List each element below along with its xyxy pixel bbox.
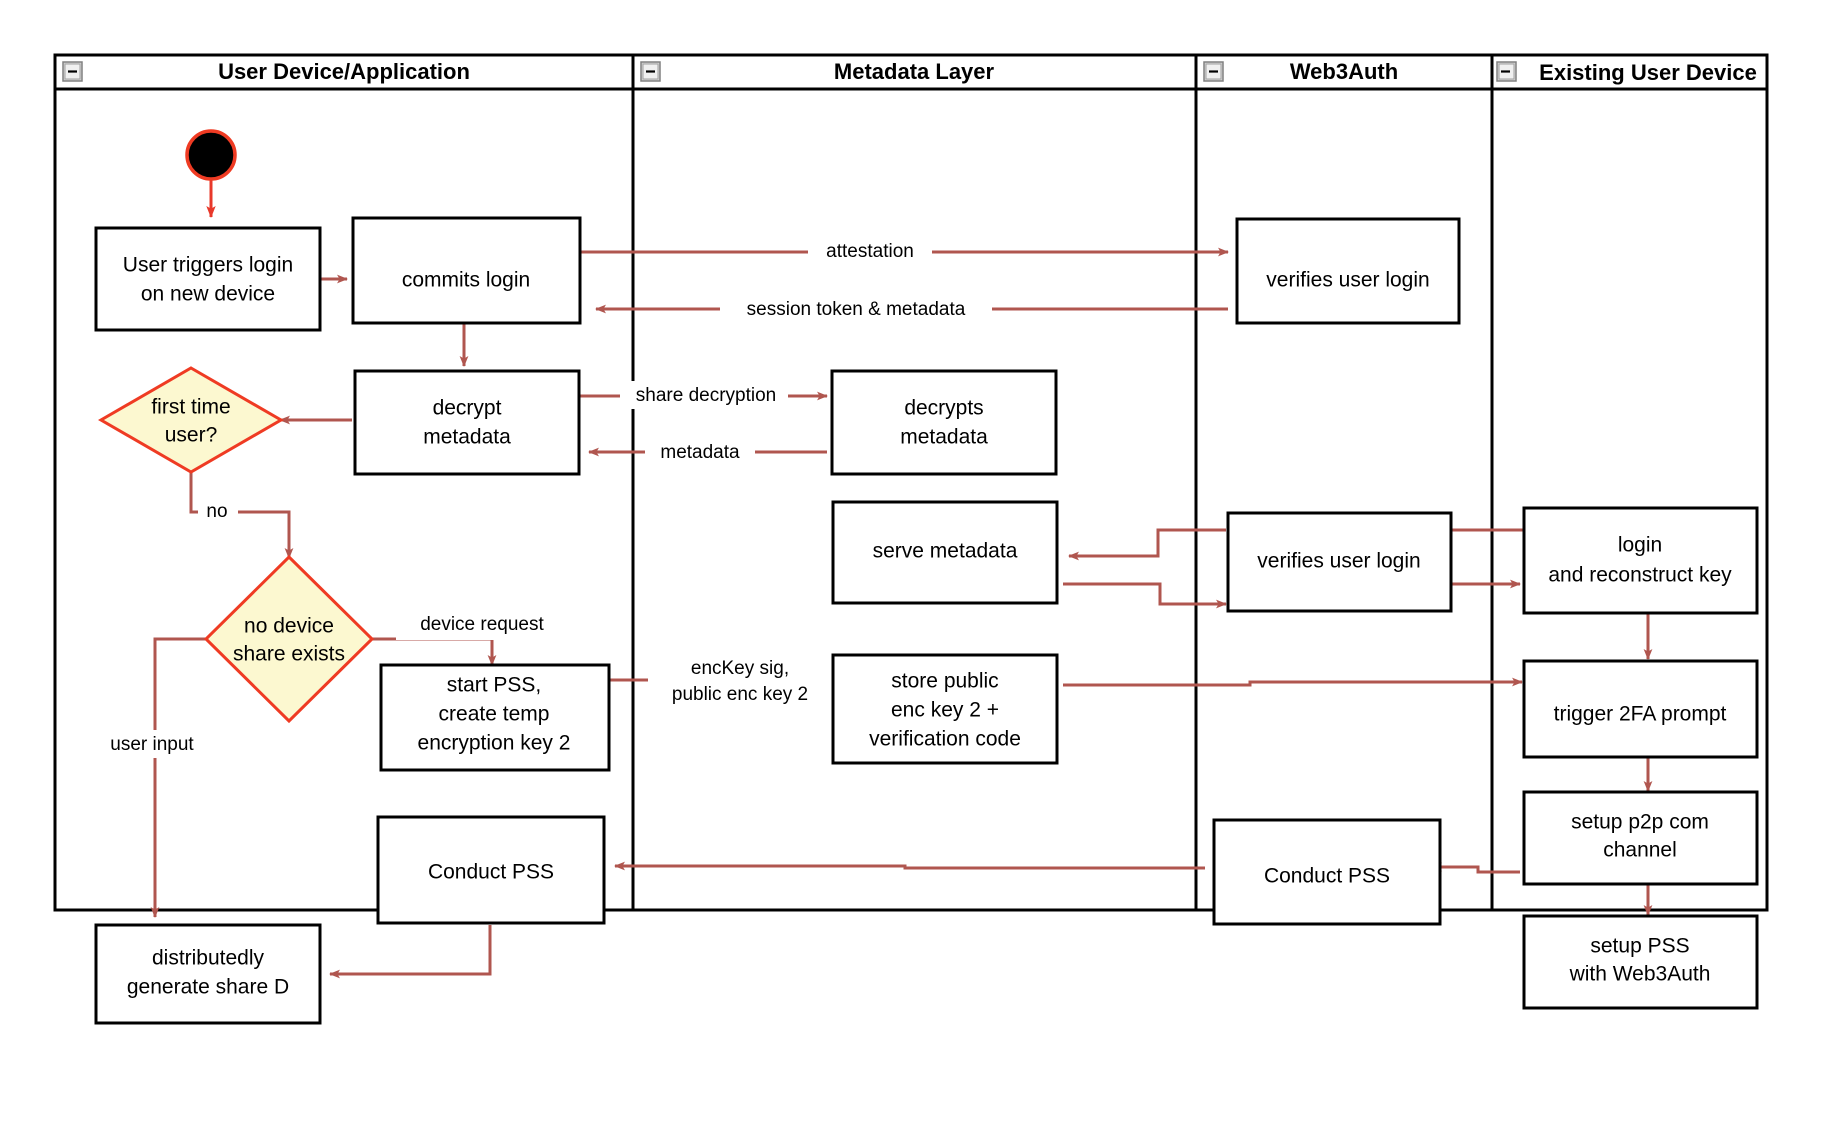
node-text-line: start PSS, [447, 674, 542, 697]
collapse-minus-icon[interactable] [1203, 61, 1224, 82]
lane-header-existing-device[interactable]: Existing User Device [1496, 60, 1757, 85]
node-text-line: user? [165, 424, 218, 447]
lane-title-user-device: User Device/Application [218, 59, 470, 84]
swimlane-frame [53, 53, 1769, 912]
lane-title-metadata: Metadata Layer [834, 59, 995, 84]
node-text-line: decrypts [904, 397, 983, 420]
node-text-line: verifies user login [1266, 269, 1429, 292]
node-text-line: metadata [900, 426, 988, 449]
node-serve-metadata[interactable]: serve metadata [831, 500, 1059, 605]
collapse-minus-icon[interactable] [62, 61, 83, 82]
node-conduct-pss-web3auth[interactable]: Conduct PSS [1212, 818, 1442, 926]
node-text-line: setup p2p com [1571, 811, 1709, 834]
edge-conduct-pss-web3auth-to-user [614, 861, 1205, 871]
node-verifies-user-login-1[interactable]: verifies user login [1235, 217, 1461, 325]
node-text-line: serve metadata [873, 540, 1018, 563]
node-login-and-reconstruct-key[interactable]: login and reconstruct key [1522, 506, 1759, 615]
node-setup-pss-with-web3auth[interactable]: setup PSS with Web3Auth [1522, 914, 1759, 1010]
node-text-line: commits login [402, 269, 530, 292]
node-commits-login[interactable]: commits login [351, 216, 582, 325]
edge-no: no [189, 470, 294, 559]
edge-attestation: attestation [581, 237, 1229, 265]
lane-title-web3auth: Web3Auth [1290, 59, 1398, 84]
edge-label-enc-key-sig-2: public enc key 2 [672, 684, 808, 705]
node-text-line: decrypt [433, 397, 502, 420]
edge-label-metadata: metadata [660, 442, 740, 463]
node-text-line: login [1618, 534, 1662, 557]
node-text-line: create temp [439, 703, 550, 726]
node-text-line: Conduct PSS [1264, 865, 1390, 888]
edge-user-input: user input [93, 637, 218, 918]
node-text-line: trigger 2FA prompt [1554, 703, 1727, 726]
node-user-triggers-login[interactable]: User triggers login on new device [94, 226, 322, 332]
edge-label-attestation: attestation [826, 241, 914, 262]
collapse-minus-icon[interactable] [640, 61, 661, 82]
node-text-line: on new device [141, 283, 275, 306]
node-text-line: setup PSS [1590, 935, 1689, 958]
edge-setup-pss-to-conduct-pss-web3auth [1431, 862, 1520, 874]
edge-share-decryption: share decryption [578, 381, 828, 409]
node-text-line: store public [891, 670, 998, 693]
edge-verifies-login-to-serve-metadata-upper [1068, 528, 1226, 561]
lane-header-user-device[interactable]: User Device/Application [62, 59, 470, 84]
edge-store-key-to-trigger-2fa [1063, 677, 1523, 687]
node-text-line: no device [244, 615, 334, 638]
node-first-time-user-decision[interactable]: first time user? [98, 366, 284, 474]
node-text-line: Conduct PSS [428, 861, 554, 884]
node-text-line: share exists [233, 643, 345, 666]
node-trigger-2fa-prompt[interactable]: trigger 2FA prompt [1522, 659, 1759, 759]
edge-session-token-metadata: session token & metadata [595, 294, 1228, 322]
lane-title-existing-device: Existing User Device [1539, 60, 1757, 85]
node-start-pss[interactable]: start PSS, create temp encryption key 2 [379, 663, 611, 772]
node-text-line: generate share D [127, 976, 289, 999]
edge-device-request: device request [371, 612, 576, 666]
edge-label-device-request: device request [420, 614, 544, 635]
node-text-line: metadata [423, 426, 511, 449]
edge-metadata-back: metadata [588, 437, 827, 465]
node-store-public-enc-key[interactable]: store public enc key 2 + verification co… [831, 653, 1059, 765]
node-text-line: and reconstruct key [1548, 564, 1732, 587]
node-setup-p2p-com-channel[interactable]: setup p2p com channel [1522, 790, 1759, 886]
node-text-line: channel [1603, 839, 1677, 862]
node-text-line: first time [151, 396, 230, 419]
edge-label-share-decryption: share decryption [636, 385, 776, 406]
node-distributedly-generate-share-d[interactable]: distributedly generate share D [94, 923, 322, 1025]
node-text-line: enc key 2 + [891, 699, 999, 722]
node-text-line: with Web3Auth [1569, 963, 1711, 986]
node-text-line: verification code [869, 728, 1021, 751]
edge-label-user-input: user input [110, 734, 194, 755]
node-text-line: encryption key 2 [418, 732, 571, 755]
start-node [185, 129, 237, 181]
edge-label-enc-key-sig-1: encKey sig, [691, 658, 789, 679]
lane-header-web3auth[interactable]: Web3Auth [1203, 59, 1398, 84]
edge-serve-metadata-to-verifies-login-lower [1063, 582, 1227, 609]
node-text-line: distributedly [152, 947, 265, 970]
edge-enc-key-sig: encKey sig, public enc key 2 [610, 650, 838, 706]
node-text-line: User triggers login [123, 254, 293, 277]
edge-conduct-pss-to-generate-share-d [329, 925, 492, 979]
edge-label-session-token-metadata: session token & metadata [747, 299, 966, 320]
lane-header-metadata[interactable]: Metadata Layer [640, 59, 995, 84]
node-decrypt-metadata[interactable]: decrypt metadata [353, 369, 581, 476]
node-decrypts-metadata[interactable]: decrypts metadata [830, 369, 1058, 476]
node-text-line: verifies user login [1257, 550, 1420, 573]
node-conduct-pss-user[interactable]: Conduct PSS [376, 815, 606, 925]
edge-label-no: no [206, 501, 227, 522]
collapse-minus-icon[interactable] [1496, 61, 1517, 82]
node-verifies-user-login-2[interactable]: verifies user login [1226, 511, 1453, 613]
node-no-device-share-exists-decision[interactable]: no device share exists [203, 554, 375, 724]
